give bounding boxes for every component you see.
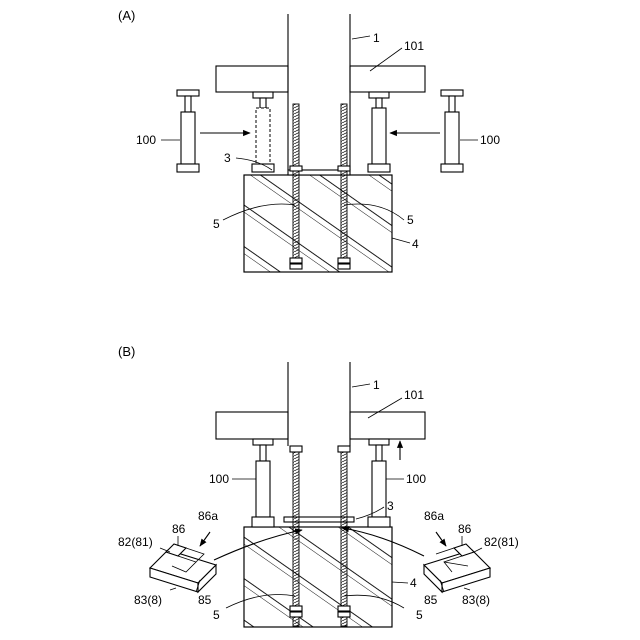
arrow-notch-left-b [200, 532, 210, 546]
beam-right-a [350, 66, 425, 92]
callout-foundation-b: 4 [410, 576, 417, 590]
callout-shim-left-base: 83(8) [134, 593, 162, 607]
callout-beam-a: 101 [404, 39, 424, 53]
callout-jack-right-b: 100 [406, 472, 426, 486]
foundation-b [244, 527, 392, 627]
callout-plate-a: 3 [224, 151, 231, 165]
callout-column-a: 1 [373, 31, 380, 45]
callout-foundation-a: 4 [412, 237, 419, 251]
installed-jack-right-a [368, 92, 390, 172]
beam-right-b [350, 412, 425, 439]
callout-bolt-left-a: 5 [213, 217, 220, 231]
panel-b-label: (B) [118, 344, 135, 359]
callout-shim-left-top: 86 [172, 522, 186, 536]
jack-left-b [252, 439, 274, 527]
shim-right [424, 544, 490, 592]
panel-a: (A) [118, 8, 500, 272]
callout-jack-left-b: 100 [209, 472, 229, 486]
callout-shim-left-body: 85 [198, 593, 212, 607]
callout-jack-right-a: 100 [480, 133, 500, 147]
shim-left [150, 544, 216, 592]
arrow-notch-right-b [436, 532, 446, 546]
callout-shim-left-side: 82(81) [118, 535, 153, 549]
beam-left-b [216, 412, 288, 439]
beam-left-a [216, 66, 288, 92]
jack-right-a [441, 90, 463, 172]
callout-shim-right-notch: 86a [424, 509, 444, 523]
panel-b: (B) [118, 344, 519, 627]
callout-shim-right-side: 82(81) [484, 535, 519, 549]
callout-jack-left-a: 100 [136, 133, 156, 147]
foundation-a [244, 175, 392, 272]
callout-shim-right-body: 85 [424, 593, 438, 607]
installed-jack-left-a [252, 92, 274, 172]
callout-beam-b: 101 [404, 388, 424, 402]
panel-a-label: (A) [118, 8, 135, 23]
callout-bolt-right-a: 5 [407, 213, 414, 227]
callout-bolt-left-b: 5 [213, 608, 220, 622]
callout-shim-right-top: 86 [458, 522, 472, 536]
jack-left-a [177, 90, 199, 172]
callout-shim-left-notch: 86a [198, 509, 218, 523]
callout-column-b: 1 [373, 378, 380, 392]
callout-plate-b: 3 [387, 499, 394, 513]
callout-shim-right-base: 83(8) [462, 593, 490, 607]
callout-bolt-right-b: 5 [416, 608, 423, 622]
